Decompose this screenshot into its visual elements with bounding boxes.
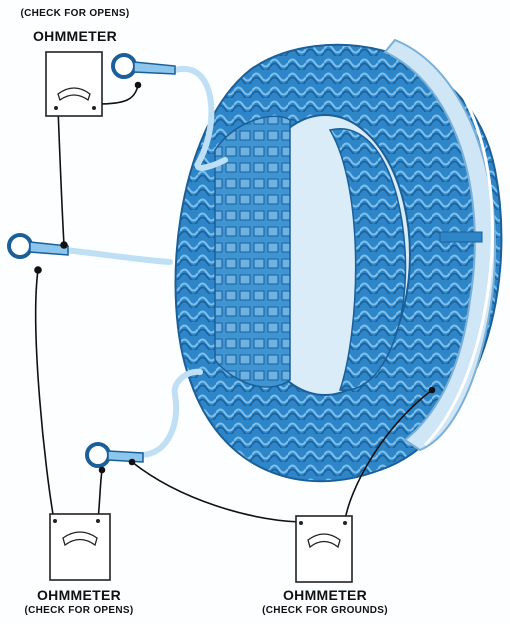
terminal-crimp [108,451,143,462]
meter-bottom-right-title: OHMMETER [250,588,400,602]
ohmmeter-body [296,516,352,582]
terminal-ring [87,444,109,466]
meter-top-caption: (CHECK FOR OPENS) [0,9,150,19]
terminal-ring [9,235,31,257]
ohmmeter-top [46,52,102,116]
terminal-top [113,55,175,77]
ohmmeter-bottom-right [296,516,352,582]
ohmmeter-jack [343,521,347,525]
ohmmeter-jack [53,519,57,523]
probe-tip [136,83,141,88]
wire-meter1-to-middle-terminal [58,108,64,245]
meter-bottom-right-caption: (CHECK FOR GROUNDS) [250,606,400,616]
ohmmeter-jack [54,106,58,110]
terminal-middle [9,235,68,257]
probe-tip [61,242,67,248]
meter-bottom-left-caption: (CHECK FOR OPENS) [0,606,158,616]
ohmmeter-jack [96,519,100,523]
probe-tip [430,388,435,393]
terminal-ring [113,55,135,77]
wire-meter2-to-middle-terminal [36,270,54,520]
probe-tip [35,267,41,273]
stator-core-slots [215,116,290,387]
stator-frame-notch [440,232,482,242]
wire-meter1-to-top-terminal [97,85,138,104]
probe-tip [130,460,135,465]
probe-tip [100,468,105,473]
ohmmeter-jack [92,106,96,110]
stator-lead-middle [65,250,170,262]
terminal-crimp [134,62,175,74]
ohmmeter-bottom-left [50,514,110,580]
meter-bottom-left-title: OHMMETER [0,588,158,602]
meter-top-title: OHMMETER [0,29,150,43]
ohmmeter-body [50,514,110,580]
stator [65,40,501,481]
wire-meter2-to-bottom-terminal [98,470,102,520]
ohmmeter-jack [299,521,303,525]
